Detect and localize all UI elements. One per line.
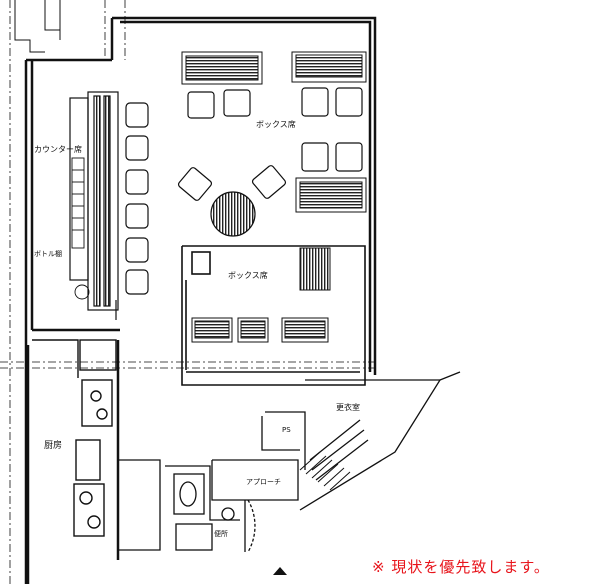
- label-bar-seats: ボトル棚: [34, 249, 62, 258]
- back-shelf: [71, 157, 90, 300]
- grid-lines: [0, 0, 375, 584]
- label-small-room: PS: [282, 426, 291, 434]
- label-apron: アプローチ: [246, 478, 281, 486]
- label-box-seats-upper: ボックス席: [256, 119, 296, 129]
- label-counter-seats: カウンター席: [34, 144, 82, 154]
- entrance-stripes: [299, 451, 351, 491]
- room-labels: ボックス席 ボックス席 カウンター席 ボトル棚 厨房 更衣室 アプローチ 便所 …: [34, 119, 360, 538]
- kitchen-block: [32, 339, 117, 537]
- counter-bar: [69, 91, 119, 320]
- label-toilet: 便所: [214, 529, 228, 538]
- exterior-walls: [24, 16, 377, 584]
- round-table: [210, 191, 256, 237]
- upper-chairs: [177, 87, 363, 201]
- label-dressing-room: 更衣室: [336, 402, 360, 412]
- precedence-note: ※ 現状を優先致します。: [372, 558, 550, 576]
- entrance-marker: [273, 567, 287, 575]
- entrance-area: [211, 371, 461, 511]
- label-kitchen: 厨房: [44, 439, 62, 451]
- corner-detail: [14, 0, 61, 53]
- toilet-area: [118, 459, 256, 553]
- counter-stools: [125, 102, 149, 295]
- label-box-seats-lower: ボックス席: [228, 270, 268, 280]
- lower-sofas: [191, 247, 331, 343]
- lower-room: [181, 245, 366, 386]
- upper-sofas: [181, 51, 367, 213]
